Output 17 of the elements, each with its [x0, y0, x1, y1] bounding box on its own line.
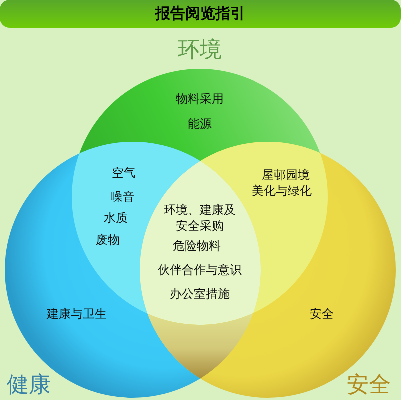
topic-label: 空气: [112, 165, 136, 181]
circle-heading: 环境: [178, 38, 222, 64]
topic-label: 建康与卫生: [47, 306, 107, 322]
topic-label: 伙伴合作与意识: [158, 262, 242, 278]
topic-label: 水质: [104, 210, 128, 226]
topic-label: 能源: [188, 116, 212, 132]
topic-label: 安全: [310, 306, 334, 322]
topic-label: 环境、建康及安全采购: [163, 202, 237, 234]
topic-label: 办公室措施: [170, 286, 230, 302]
circle-heading: 健康: [7, 373, 51, 399]
topic-label: 噪音: [111, 189, 135, 205]
circle-heading: 安全: [347, 373, 391, 399]
topic-label: 废物: [96, 232, 120, 248]
topic-label: 物料采用: [176, 91, 224, 107]
diagram-title: 报告阅览指引: [156, 4, 246, 24]
topic-label: 屋邨园境美化与绿化: [251, 167, 313, 199]
topic-label: 危险物料: [173, 238, 221, 254]
